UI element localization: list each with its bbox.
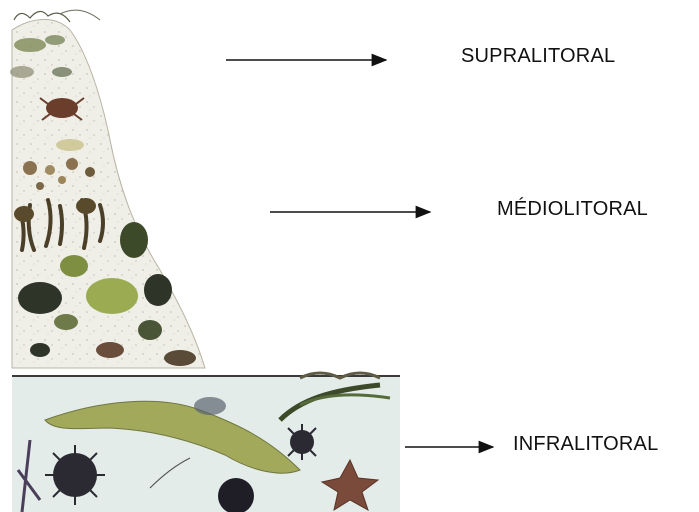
label-infralitoral: INFRALITORAL xyxy=(513,433,658,456)
rock-cliff xyxy=(12,19,205,368)
label-supralitoral: SUPRALITORAL xyxy=(461,45,615,68)
label-mediolitoral: MÉDIOLITORAL xyxy=(497,198,648,221)
